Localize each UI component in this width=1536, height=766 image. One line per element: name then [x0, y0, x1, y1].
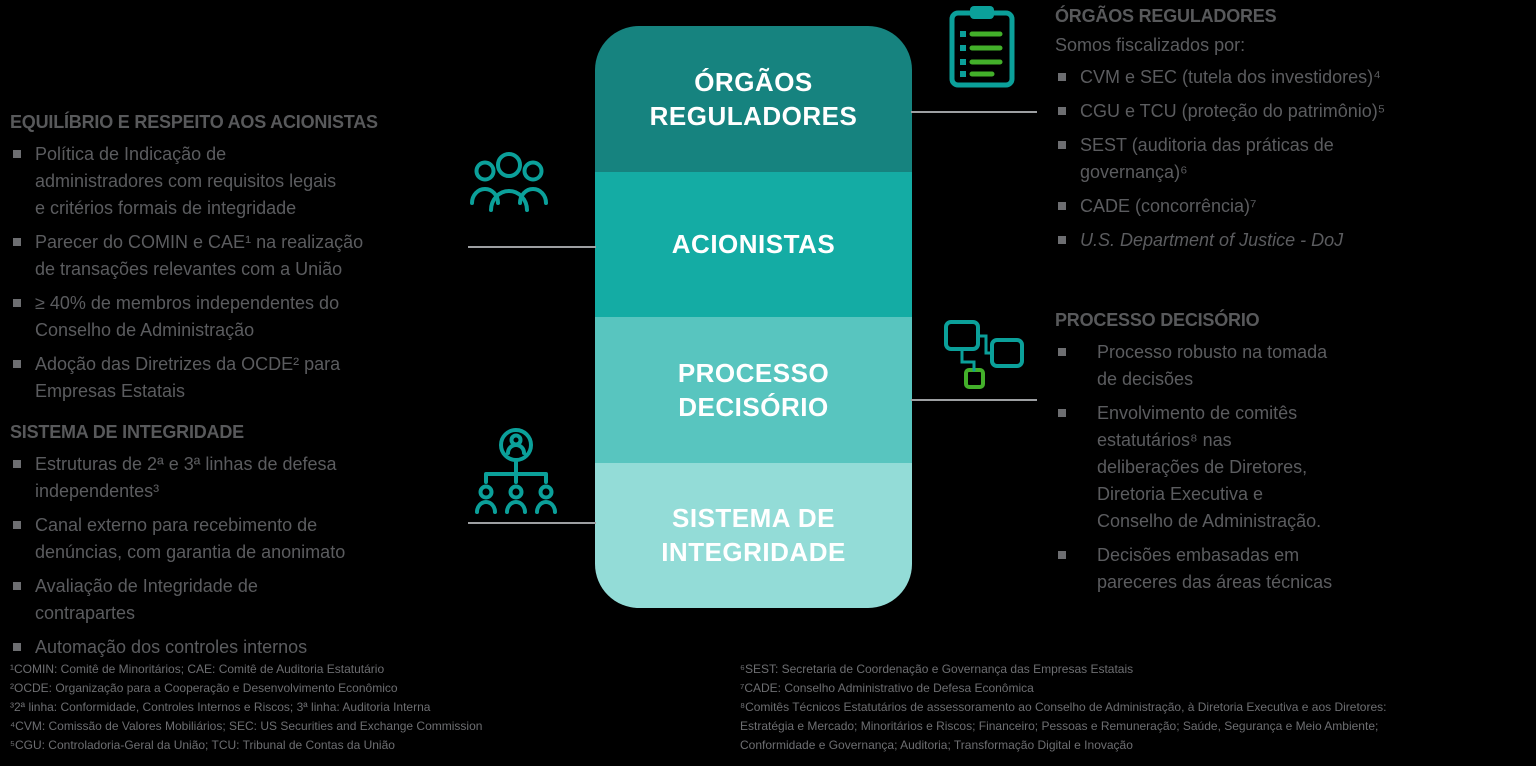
regulators-list: CVM e SEC (tutela dos investidores)⁴ CGU… [1055, 64, 1530, 254]
list-item: Processo robusto na tomada de decisões [1055, 339, 1530, 393]
regulators-intro: Somos fiscalizados por: [1055, 35, 1246, 55]
decision-process-section: PROCESSO DECISÓRIO Processo robusto na t… [1055, 310, 1530, 603]
process-flow-icon [942, 314, 1026, 394]
footnote: ²OCDE: Organização para a Cooperação e D… [10, 681, 398, 695]
footnote: ⁶SEST: Secretaria de Coordenação e Gover… [740, 662, 1134, 676]
list-item: SEST (auditoria das práticas de governan… [1055, 132, 1530, 186]
connector-right-top [911, 111, 1037, 113]
list-item: CGU e TCU (proteção do patrimônio)⁵ [1055, 98, 1530, 125]
list-item: Canal externo para recebimento de denúnc… [10, 512, 470, 566]
integrity-system-list: Estruturas de 2ª e 3ª linhas de defesa i… [10, 451, 470, 661]
list-item: ≥ 40% de membros independentes do Consel… [10, 290, 462, 344]
list-item: Estruturas de 2ª e 3ª linhas de defesa i… [10, 451, 470, 505]
footnote: ⁴CVM: Comissão de Valores Mobiliários; S… [10, 719, 483, 733]
footnote: ¹COMIN: Comitê de Minoritários; CAE: Com… [10, 662, 385, 676]
footnote: Estratégia e Mercado; Minoritários e Ris… [740, 719, 1379, 733]
list-item: Política de Indicação de administradores… [10, 141, 462, 222]
list-item: U.S. Department of Justice - DoJ [1055, 227, 1530, 254]
footnotes-left: ¹COMIN: Comitê de Minoritários; CAE: Com… [10, 660, 650, 755]
footnote: ³2ª linha: Conformidade, Controles Inter… [10, 700, 431, 714]
regulators-section: ÓRGÃOS REGULADORES Somos fiscalizados po… [1055, 6, 1530, 261]
shareholders-balance-list: Política de Indicação de administradores… [10, 141, 462, 405]
footnote: ⁸Comitês Técnicos Estatutários de assess… [740, 700, 1387, 714]
list-item: CVM e SEC (tutela dos investidores)⁴ [1055, 64, 1530, 91]
decision-process-list: Processo robusto na tomada de decisões E… [1055, 339, 1530, 596]
list-item: Decisões embasadas em pareceres das área… [1055, 542, 1530, 596]
list-item: CADE (concorrência)⁷ [1055, 193, 1530, 220]
list-item: Parecer do COMIN e CAE¹ na realização de… [10, 229, 462, 283]
integrity-system-section: SISTEMA DE INTEGRIDADE Estruturas de 2ª … [10, 422, 470, 668]
footnotes-right: ⁶SEST: Secretaria de Coordenação e Gover… [740, 660, 1536, 755]
governance-stack: ÓRGÃOS REGULADORES ACIONISTAS PROCESSO D… [595, 26, 912, 608]
connector-left-top [468, 246, 596, 248]
stack-segment-sistema-integridade: SISTEMA DE INTEGRIDADE [595, 462, 912, 608]
decision-process-heading: PROCESSO DECISÓRIO [1055, 310, 1260, 330]
footnote: ⁷CADE: Conselho Administrativo de Defesa… [740, 681, 1034, 695]
connector-left-bottom [468, 522, 596, 524]
list-item: Envolvimento de comitês estatutários⁸ na… [1055, 400, 1530, 535]
shareholders-balance-section: EQUILÍBRIO E RESPEITO AOS ACIONISTAS Pol… [10, 112, 462, 412]
clipboard-checklist-icon [945, 4, 1019, 90]
stack-segment-processo-decisorio: PROCESSO DECISÓRIO [595, 317, 912, 463]
list-item: Adoção das Diretrizes da OCDE² para Empr… [10, 351, 462, 405]
list-item: Avaliação de Integridade de contrapartes [10, 573, 470, 627]
connector-right-middle [911, 399, 1037, 401]
org-hierarchy-icon [468, 424, 564, 520]
footnote: ⁵CGU: Controladoria-Geral da União; TCU:… [10, 738, 395, 752]
integrity-system-heading: SISTEMA DE INTEGRIDADE [10, 422, 244, 442]
regulators-heading: ÓRGÃOS REGULADORES [1055, 6, 1277, 26]
stack-segment-orgaos-reguladores: ÓRGÃOS REGULADORES [595, 26, 912, 172]
shareholders-balance-heading: EQUILÍBRIO E RESPEITO AOS ACIONISTAS [10, 112, 378, 132]
stack-segment-acionistas: ACIONISTAS [595, 171, 912, 317]
list-item: Automação dos controles internos [10, 634, 470, 661]
footnote: Conformidade e Governança; Auditoria; Tr… [740, 738, 1133, 752]
people-group-icon [470, 146, 548, 218]
